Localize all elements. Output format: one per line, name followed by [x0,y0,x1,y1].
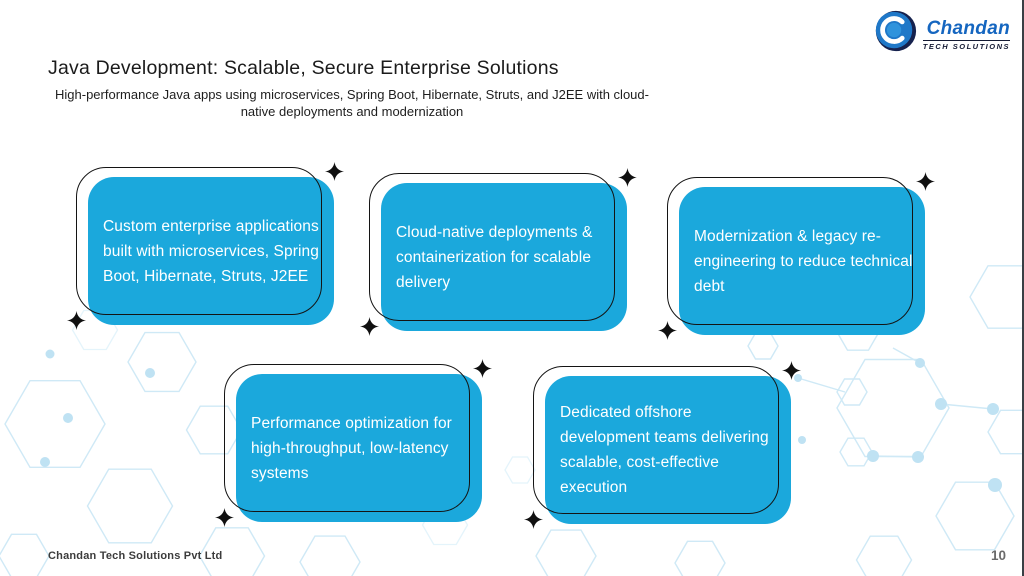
page-number: 10 [990,548,1006,563]
page-title: Java Development: Scalable, Secure Enter… [48,57,559,79]
card-text: Custom enterprise applications built wit… [103,217,319,285]
logo-company-name: Chandan [926,17,1010,39]
sparkle-icon [524,510,543,529]
sparkle-icon [658,321,677,340]
card-text: Dedicated offshore development teams del… [560,404,769,496]
logo-c-swirl-icon [872,8,918,59]
logo-tagline: TECH SOLUTIONS [922,39,1010,51]
card-fill: Modernization & legacy re-engineering to… [679,187,925,335]
sparkle-icon [782,361,801,380]
card-text: Cloud-native deployments & containerizat… [396,223,593,291]
sparkle-icon [473,359,492,378]
feature-card-custom-enterprise: Custom enterprise applications built wit… [67,162,344,330]
sparkle-icon [360,317,379,336]
logo-text: Chandan TECH SOLUTIONS [922,17,1010,51]
card-fill: Custom enterprise applications built wit… [88,177,334,325]
sparkle-icon [325,162,344,181]
card-fill: Performance optimization for high-throug… [236,374,482,522]
card-text: Performance optimization for high-throug… [251,414,452,482]
card-fill: Cloud-native deployments & containerizat… [381,183,627,331]
card-fill: Dedicated offshore development teams del… [545,376,791,524]
company-logo: Chandan TECH SOLUTIONS [872,8,1010,59]
sparkle-icon [215,508,234,527]
feature-card-modernization: Modernization & legacy re-engineering to… [658,172,935,340]
feature-card-offshore-teams: Dedicated offshore development teams del… [524,361,801,529]
feature-card-performance: Performance optimization for high-throug… [215,359,492,527]
footer-company-name: Chandan Tech Solutions Pvt Ltd [48,550,223,562]
feature-card-cloud-native: Cloud-native deployments & containerizat… [360,168,637,336]
sparkle-icon [916,172,935,191]
sparkle-icon [618,168,637,187]
sparkle-icon [67,311,86,330]
card-text: Modernization & legacy re-engineering to… [694,227,913,295]
page-subtitle: High-performance Java apps using microse… [55,87,649,119]
